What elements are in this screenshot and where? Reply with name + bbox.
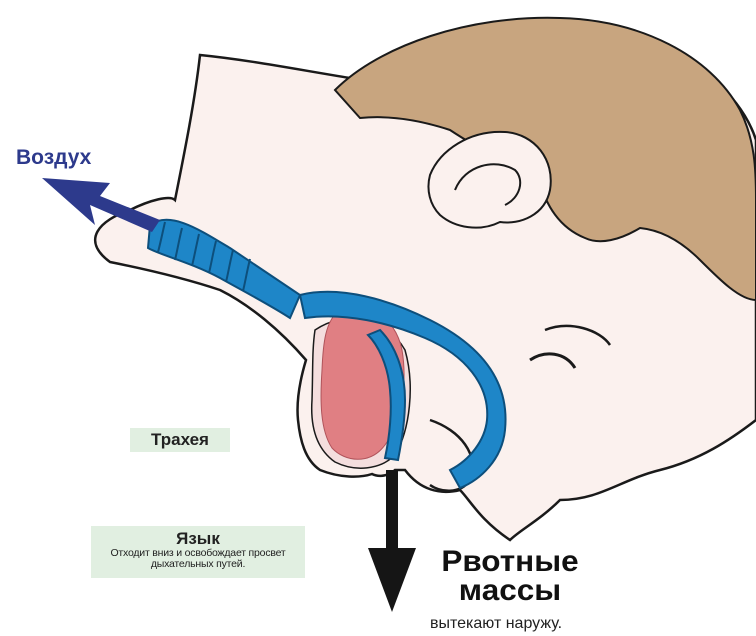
vomit-description: вытекают наружу. bbox=[430, 615, 620, 633]
vomit-title-line1: Рвотные bbox=[416, 548, 605, 577]
vomit-arrow bbox=[368, 470, 416, 612]
air-label: Воздух bbox=[16, 146, 91, 170]
tongue-label: Язык Отходит вниз и освобождает просвет … bbox=[91, 526, 305, 578]
trachea-text: Трахея bbox=[151, 430, 209, 450]
tongue-description: Отходит вниз и освобождает просвет дыхат… bbox=[91, 547, 305, 569]
vomit-title: Рвотные массы bbox=[416, 548, 605, 605]
tongue-title: Язык bbox=[91, 526, 305, 547]
vomit-title-line2: массы bbox=[416, 577, 605, 606]
trachea-label: Трахея bbox=[130, 428, 230, 452]
